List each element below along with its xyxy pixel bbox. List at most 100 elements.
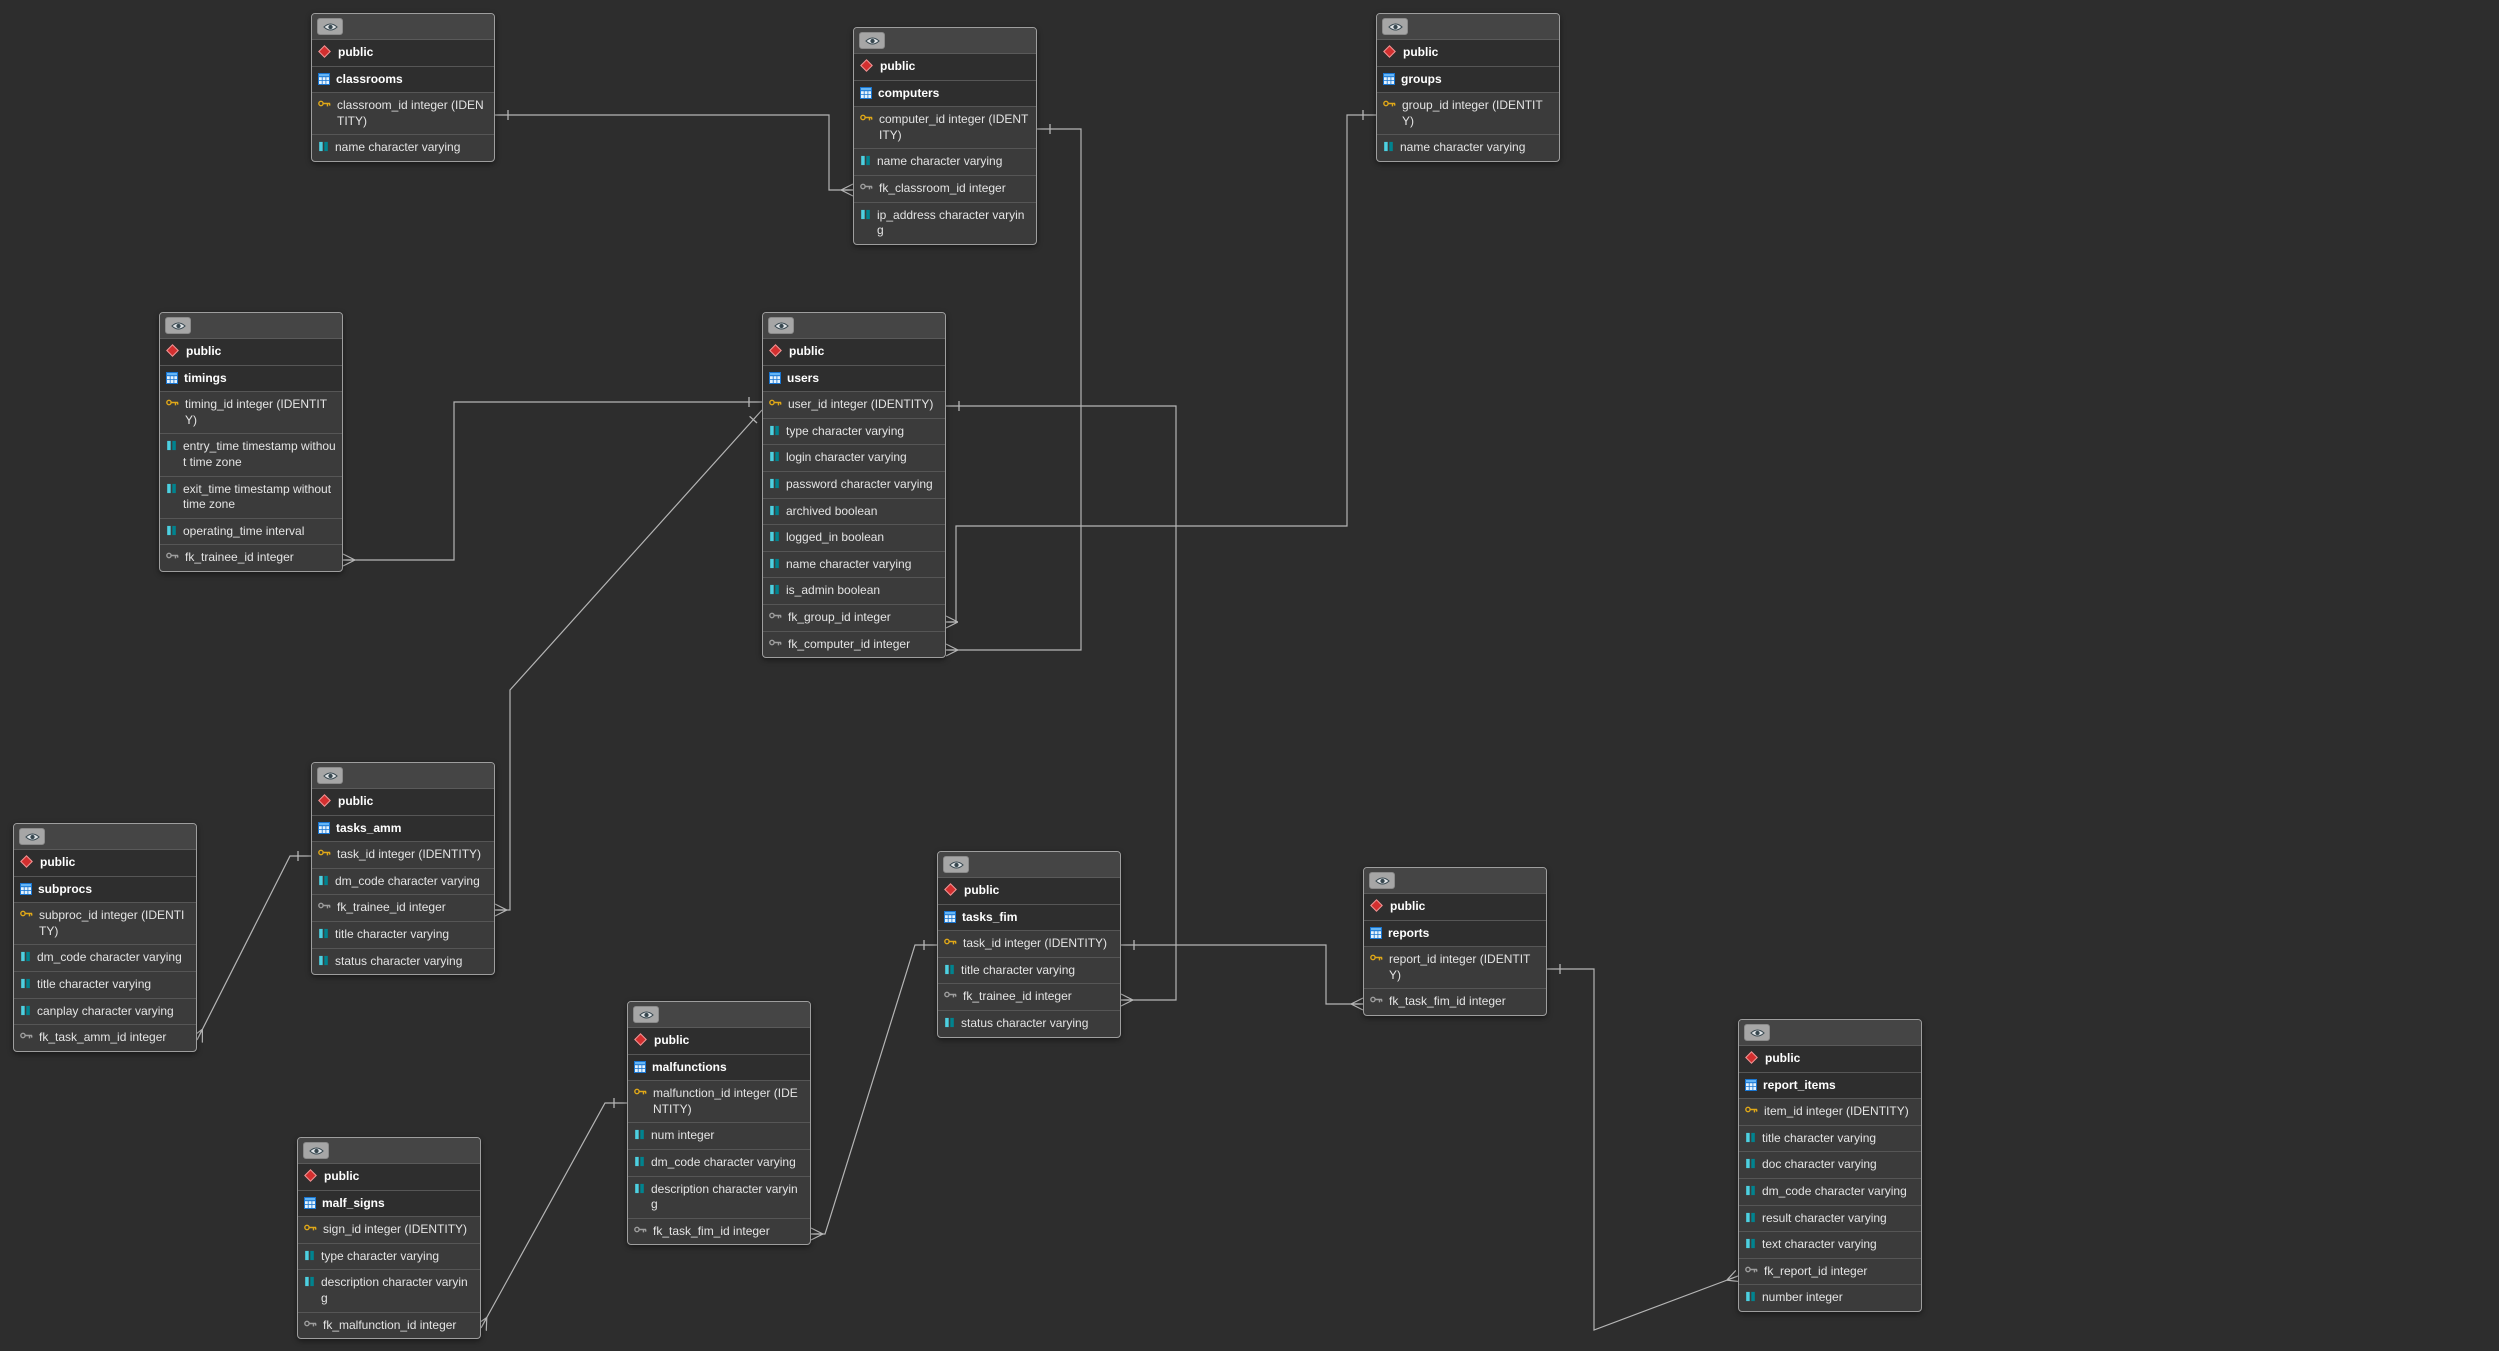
table-name: report_items <box>1763 1077 1836 1092</box>
foreign-key-icon <box>1745 1265 1758 1274</box>
primary-key-icon <box>634 1087 647 1096</box>
column-row: status character varying <box>938 1011 1120 1037</box>
node-toolbar <box>312 14 494 40</box>
details-toggle-button[interactable] <box>303 1142 329 1159</box>
details-toggle-button[interactable] <box>165 317 191 334</box>
table-grid-icon <box>944 910 956 923</box>
column-label: task_id integer (IDENTITY) <box>337 847 482 862</box>
table-grid-icon <box>860 86 872 99</box>
details-toggle-button[interactable] <box>943 856 969 873</box>
column-label: operating_time interval <box>183 523 305 538</box>
column-label: malfunction_id integer (IDENTITY) <box>653 1086 798 1116</box>
column-label: sign_id integer (IDENTITY) <box>323 1222 468 1237</box>
schema-diamond-icon <box>166 344 179 357</box>
details-toggle-button[interactable] <box>19 828 45 845</box>
column-row: entry_time timestamp without time zone <box>160 434 342 477</box>
schema-row: public <box>298 1164 480 1191</box>
details-toggle-button[interactable] <box>633 1006 659 1023</box>
table-name-row: malf_signs <box>298 1190 480 1218</box>
table-grid-icon <box>1383 72 1395 85</box>
column-icon <box>318 141 329 152</box>
column-label: fk_computer_id integer <box>788 636 911 651</box>
column-icon <box>166 525 177 536</box>
schema-row: public <box>1377 40 1559 67</box>
column-row: type character varying <box>763 419 945 446</box>
table-name-row: timings <box>160 365 342 393</box>
details-toggle-button[interactable] <box>859 32 885 49</box>
details-toggle-button[interactable] <box>1744 1024 1770 1041</box>
column-row: sign_id integer (IDENTITY) <box>298 1217 480 1244</box>
column-row: canplay character varying <box>14 999 196 1026</box>
column-row: title character varying <box>1739 1126 1921 1153</box>
primary-key-icon <box>166 398 179 407</box>
primary-key-icon <box>769 398 782 407</box>
column-label: fk_malfunction_id integer <box>323 1317 457 1332</box>
column-icon <box>769 558 780 569</box>
foreign-key-icon <box>769 611 782 620</box>
schema-row: public <box>160 339 342 366</box>
schema-diamond-icon <box>634 1033 647 1046</box>
schema-row: public <box>763 339 945 366</box>
table-grid-icon <box>20 882 32 895</box>
column-label: title character varying <box>335 926 450 941</box>
column-row: status character varying <box>312 949 494 975</box>
column-row: doc character varying <box>1739 1152 1921 1179</box>
foreign-key-icon <box>769 638 782 647</box>
column-icon <box>318 875 329 886</box>
column-label: login character varying <box>786 450 907 465</box>
primary-key-icon <box>860 113 873 122</box>
schema-diamond-icon <box>20 855 33 868</box>
column-icon <box>769 531 780 542</box>
table-grid-icon <box>769 371 781 384</box>
eye-icon <box>1749 1028 1765 1038</box>
column-icon <box>769 584 780 595</box>
table-name: tasks_amm <box>336 820 402 835</box>
column-row: timing_id integer (IDENTITY) <box>160 392 342 435</box>
details-toggle-button[interactable] <box>768 317 794 334</box>
column-icon <box>1745 1212 1756 1223</box>
schema-name: public <box>654 1033 690 1047</box>
column-label: result character varying <box>1762 1210 1887 1225</box>
column-label: canplay character varying <box>37 1003 174 1018</box>
table-grid-icon <box>166 371 178 384</box>
column-icon <box>769 505 780 516</box>
details-toggle-button[interactable] <box>317 767 343 784</box>
details-toggle-button[interactable] <box>1369 872 1395 889</box>
column-row: task_id integer (IDENTITY) <box>938 931 1120 958</box>
schema-diamond-icon <box>318 45 331 58</box>
node-toolbar <box>938 852 1120 878</box>
column-label: task_id integer (IDENTITY) <box>963 936 1108 951</box>
node-toolbar <box>14 824 196 850</box>
details-toggle-button[interactable] <box>317 18 343 35</box>
column-icon <box>1745 1238 1756 1249</box>
schema-name: public <box>324 1169 360 1183</box>
table-node-malf_signs[interactable]: public malf_signs sign_id integer (IDENTIT… <box>297 1137 481 1340</box>
details-toggle-button[interactable] <box>1382 18 1408 35</box>
column-label: password character varying <box>786 476 933 491</box>
table-name-row: reports <box>1364 920 1546 948</box>
column-label: type character varying <box>786 423 905 438</box>
column-icon <box>1745 1158 1756 1169</box>
column-label: user_id integer (IDENTITY) <box>788 397 934 412</box>
column-row: num integer <box>628 1123 810 1150</box>
column-label: title character varying <box>1762 1130 1877 1145</box>
column-row: task_id integer (IDENTITY) <box>312 842 494 869</box>
column-label: title character varying <box>37 976 152 991</box>
column-row: fk_trainee_id integer <box>938 984 1120 1011</box>
schema-name: public <box>789 344 825 358</box>
column-row: dm_code character varying <box>628 1150 810 1177</box>
schema-row: public <box>628 1028 810 1055</box>
column-row: classroom_id integer (IDENTITY) <box>312 93 494 136</box>
